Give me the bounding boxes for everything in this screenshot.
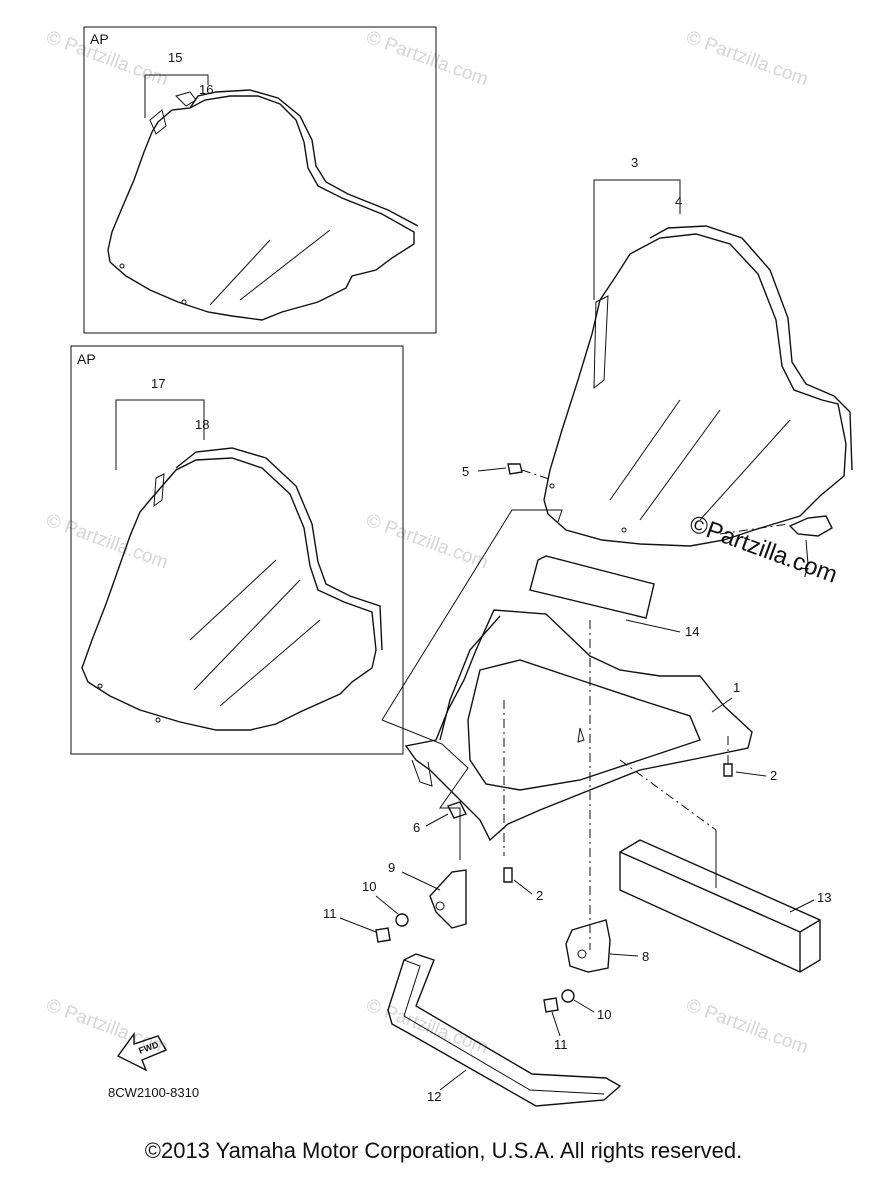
watermark: © Partzilla.com: [363, 27, 490, 91]
watermark: © Partzilla.com: [683, 27, 810, 91]
nut-11-left: 11: [323, 906, 391, 943]
nut-11-right: 11: [543, 997, 568, 1052]
watermark-dark: ©Partzilla.com: [686, 510, 841, 588]
foam-block-13: 13: [619, 839, 831, 973]
callout-13: 13: [817, 890, 831, 905]
screw-2-right: 2: [723, 736, 777, 783]
inset-windshield-15: AP 15 16: [83, 26, 437, 334]
nut-6: 6: [413, 801, 467, 835]
callout-15: 15: [168, 50, 182, 65]
bracket-9: 9: [388, 860, 467, 929]
screw-5: 5: [462, 463, 553, 481]
inset-title: AP: [90, 31, 109, 47]
grommet-7: 7: [719, 515, 833, 580]
windshield-3: 3 4: [543, 155, 853, 547]
callout-12: 12: [427, 1089, 441, 1104]
windshield-17-shape: [81, 457, 377, 731]
callout-5: 5: [462, 464, 469, 479]
inset-windshield-17: AP 17 18: [70, 345, 404, 755]
diagram-code: 8CW2100-8310: [108, 1085, 199, 1100]
callout-7: 7: [802, 565, 809, 580]
watermark: © Partzilla.com: [363, 510, 490, 574]
washer-10-left: 10: [362, 879, 409, 927]
cowl-1: 1: [404, 609, 753, 950]
callout-1: 1: [733, 680, 740, 695]
callout-10: 10: [597, 1007, 611, 1022]
inset-title: AP: [77, 351, 96, 367]
callout-2: 2: [536, 888, 543, 903]
callout-14: 14: [685, 624, 699, 639]
guide-line: [619, 759, 717, 831]
guide-line: [381, 719, 469, 860]
windshield-3-shape: [543, 233, 847, 547]
callout-18: 18: [195, 417, 209, 432]
guide-line: [381, 509, 563, 721]
bracket-8: 8: [565, 919, 649, 973]
callout-4: 4: [675, 194, 682, 209]
copyright-notice: ©2013 Yamaha Motor Corporation, U.S.A. A…: [144, 1138, 743, 1163]
watermark-layer: © Partzilla.com © Partzilla.com © Partzi…: [43, 27, 841, 1059]
watermark: © Partzilla.com: [683, 995, 810, 1059]
callout-3: 3: [631, 155, 638, 170]
cowl-1-shape: [404, 609, 753, 842]
screw-2-lower: 2: [503, 867, 543, 903]
washer-10-right: 10: [561, 989, 611, 1022]
windshield-15-shape: [107, 95, 415, 321]
callout-11: 11: [323, 906, 337, 921]
pad-14: 14: [529, 555, 699, 639]
trim-12: 12: [387, 953, 622, 1107]
callout-11: 11: [554, 1037, 568, 1052]
callout-17: 17: [151, 376, 165, 391]
watermark: © Partzilla.com: [363, 995, 490, 1059]
callout-10: 10: [362, 879, 376, 894]
callout-2: 2: [770, 768, 777, 783]
callout-6: 6: [413, 820, 420, 835]
watermark: © Partzilla.com: [43, 510, 170, 574]
callout-9: 9: [388, 860, 395, 875]
callout-8: 8: [642, 949, 649, 964]
